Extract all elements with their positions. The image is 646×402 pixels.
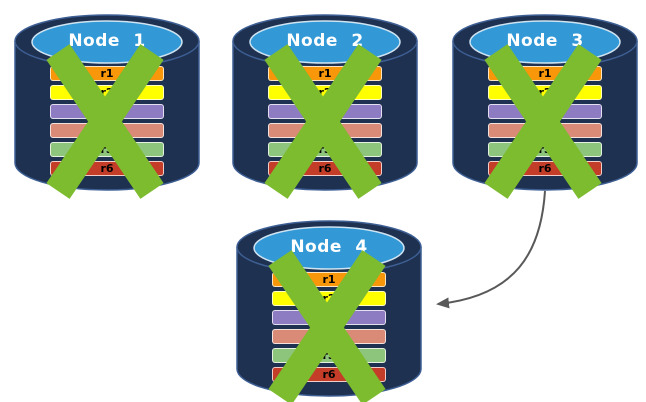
node-label: Node 4 <box>290 237 368 257</box>
node-label: Node 2 <box>286 31 364 51</box>
node-3: Node 3 r1r2r3r4r5r6 <box>452 8 638 199</box>
x-stroke <box>264 44 382 199</box>
arrow-curve <box>436 190 546 309</box>
x-stroke <box>268 250 386 402</box>
node-1: Node 1 r1r2r3r4r5r6 <box>14 8 200 199</box>
x-stroke <box>484 44 602 199</box>
failure-x-icon <box>46 44 164 199</box>
failure-x-icon <box>484 44 602 199</box>
node-2: Node 2 r1r2r3r4r5r6 <box>232 8 418 199</box>
node-label: Node 3 <box>506 31 584 51</box>
node-4: Node 4 r1r2r3r4r5r6 <box>236 214 422 402</box>
failure-x-icon <box>268 250 386 402</box>
x-stroke <box>46 44 164 199</box>
failure-x-icon <box>264 44 382 199</box>
node-label: Node 1 <box>68 31 146 51</box>
